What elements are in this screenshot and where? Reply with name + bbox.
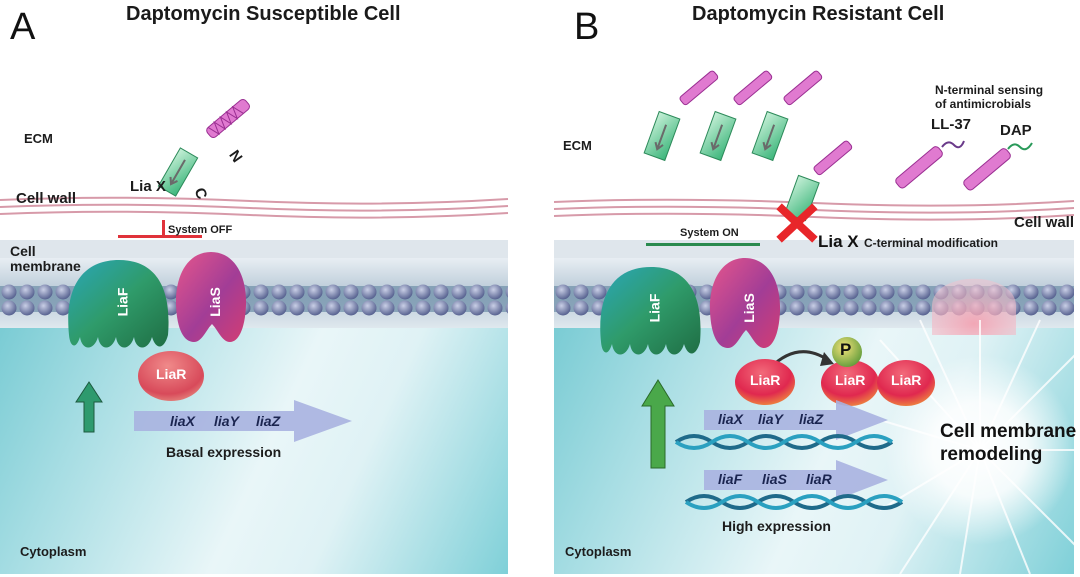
liax-label-b: Lia X: [818, 232, 859, 251]
liar-label-b: LiaR: [750, 372, 781, 388]
operon-arrow-b-2: [704, 460, 888, 500]
c-terminal-modification-label: C-terminal modification: [864, 236, 999, 250]
lias-label-a: LiaS: [206, 287, 223, 317]
system-off-inhibitor-bar: [118, 220, 202, 238]
operon-arrow-a: [134, 400, 352, 442]
ll37-peptide: [941, 140, 965, 149]
remodeling-label-2: remodeling: [940, 444, 1043, 465]
gene-liaz-a: liaZ: [256, 413, 281, 429]
sensing-label-1: N-terminal sensing: [935, 83, 1044, 97]
gene-liaf-b: liaF: [718, 471, 743, 487]
liaf-protein-a: [68, 260, 169, 348]
cell-membrane-label-a-2: membrane: [10, 258, 81, 274]
panel-a-letter: A: [10, 6, 36, 48]
cytoplasm-label-a: Cytoplasm: [20, 544, 87, 559]
system-off-label: System OFF: [168, 224, 233, 236]
liaf-label-a: LiaF: [114, 287, 131, 317]
lias-label-b: LiaS: [740, 293, 757, 323]
cytoplasm-label-b: Cytoplasm: [565, 544, 632, 559]
panel-a-title: Daptomycin Susceptible Cell: [126, 3, 401, 25]
gene-liay-a: liaY: [214, 413, 239, 429]
panel-b-letter: B: [574, 6, 600, 48]
panel-a-cell-wall: [0, 196, 509, 219]
liar-phospho-label-1: LiaR: [835, 372, 866, 388]
liax-protein-a: [157, 98, 250, 197]
operon-arrow-b-1: [704, 400, 888, 440]
system-on-bar: [646, 243, 760, 246]
high-expression-label: High expression: [722, 518, 831, 534]
remodeled-membrane-dome: [932, 278, 1016, 335]
dap-label: DAP: [1000, 122, 1032, 139]
released-liax-group: [643, 70, 823, 162]
lias-protein-b: [709, 258, 781, 348]
antimicrobial-sensing-helices: [895, 140, 1033, 191]
liar-phospho-1: [821, 360, 879, 406]
gene-lias-b: liaS: [762, 471, 787, 487]
liar-label-a: LiaR: [156, 366, 187, 382]
liar-phospho-label-2: LiaR: [891, 372, 922, 388]
liar-phospho-2: [877, 360, 935, 406]
liax-label-a: Lia X: [130, 178, 166, 195]
liaf-protein-b: [600, 267, 701, 355]
liax-protein-b: [784, 140, 853, 222]
liar-protein-b: [735, 359, 795, 405]
sensing-label-2: of antimicrobials: [935, 97, 1032, 111]
system-on-label: System ON: [680, 227, 739, 239]
blocked-x-icon: [776, 203, 818, 243]
ecm-label-a: ECM: [24, 131, 53, 146]
gene-liaz-b: liaZ: [799, 411, 824, 427]
cell-wall-label-b: Cell wall: [1014, 214, 1075, 231]
basal-expression-label: Basal expression: [166, 444, 282, 460]
phosphate-icon: [832, 337, 862, 367]
gene-liax-b: liaX: [718, 411, 743, 427]
liar-protein-a: [138, 351, 204, 401]
lias-protein-a: [175, 252, 247, 342]
gene-liar-b: liaR: [806, 471, 832, 487]
liar-dimer: [821, 360, 935, 406]
liaf-label-b: LiaF: [646, 293, 663, 323]
remodeling-label-1: Cell membrane: [940, 421, 1077, 442]
ll37-label: LL-37: [931, 116, 972, 133]
phosphate-label: P: [840, 340, 852, 359]
dap-molecule: [1007, 142, 1033, 151]
remodeling-burst: [879, 319, 1080, 575]
upregulation-arrow-b: [641, 379, 675, 469]
dna-helix-1: [674, 434, 894, 450]
cell-wall-label-a: Cell wall: [16, 190, 77, 207]
gene-liax-a: liaX: [170, 413, 195, 429]
ecm-label-b: ECM: [563, 138, 592, 153]
upregulation-arrow-a: [75, 381, 103, 433]
panel-b-title: Daptomycin Resistant Cell: [692, 3, 945, 25]
gene-liay-b: liaY: [758, 411, 783, 427]
cell-membrane-label-a-1: Cell: [10, 243, 36, 259]
dna-helix-2: [684, 494, 904, 510]
